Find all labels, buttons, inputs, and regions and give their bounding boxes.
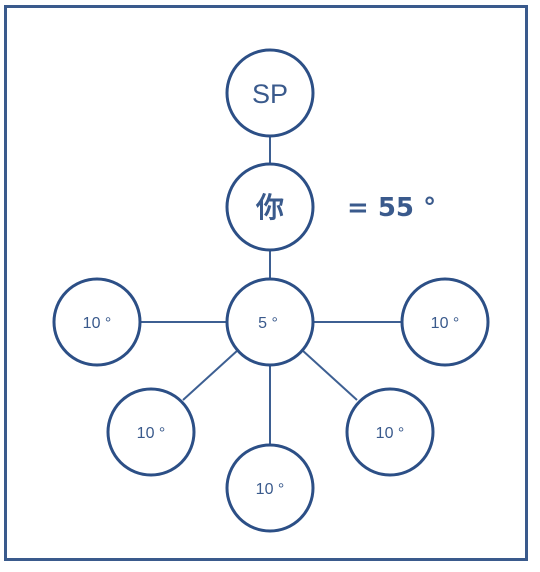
node-left: 10 ° (52, 277, 142, 367)
node-lower-right-label: 10 ° (376, 425, 405, 442)
node-you: 你 (225, 162, 315, 252)
node-lower-right: 10 ° (345, 387, 435, 477)
node-center: 5 ° (225, 277, 315, 367)
node-lower-left: 10 ° (106, 387, 196, 477)
node-right-label: 10 ° (431, 315, 460, 332)
node-sp: SP (225, 48, 315, 138)
edge-center-lower-right (301, 349, 358, 401)
node-left-label: 10 ° (83, 315, 112, 332)
node-sp-label: SP (252, 79, 288, 109)
equation-label: = 55 ° (347, 193, 436, 223)
node-bottom-label: 10 ° (256, 481, 285, 498)
node-center-label: 5 ° (258, 315, 278, 332)
node-you-label: 你 (255, 192, 284, 223)
node-bottom: 10 ° (225, 443, 315, 533)
node-right: 10 ° (400, 277, 490, 367)
edge-center-lower-left (182, 349, 239, 401)
node-lower-left-label: 10 ° (137, 425, 166, 442)
